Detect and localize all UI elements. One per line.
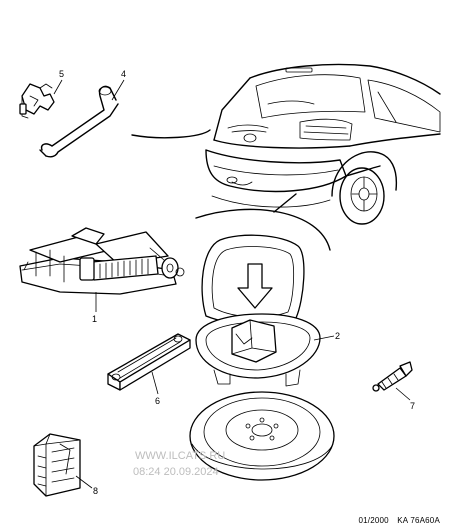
leader-line-2	[313, 335, 335, 341]
leader-line-6	[151, 371, 159, 395]
callout-5: 5	[59, 69, 64, 79]
leader-line-8	[75, 475, 93, 489]
callout-6: 6	[155, 396, 160, 406]
scissor-jack-part	[19, 227, 185, 295]
callout-1: 1	[92, 314, 97, 324]
connector-line	[273, 193, 297, 213]
footer-ref-code: KA 76A60A	[397, 516, 440, 525]
tow-eye-clip-part	[19, 83, 55, 119]
footer-date: 01/2000	[358, 516, 389, 525]
warning-kit-box-part	[33, 433, 81, 497]
leader-line-5	[53, 79, 63, 95]
callout-8: 8	[93, 486, 98, 496]
leader-line-4	[111, 79, 125, 101]
car-rear-illustration	[195, 63, 441, 251]
watermark-datetime: 08:24 20.09.2024	[133, 466, 219, 478]
wheel-brace-part	[39, 85, 119, 158]
spare-wheel-part	[189, 391, 335, 481]
watermark-site: WWW.ILCATS.RU	[135, 450, 226, 462]
leader-line-7	[395, 387, 411, 401]
callout-4: 4	[121, 69, 126, 79]
bolt-pin-part	[372, 361, 413, 392]
callout-7: 7	[410, 401, 415, 411]
wheel-chock-part	[107, 333, 191, 391]
storage-tray-part	[195, 234, 321, 387]
footer-reference: 01/2000 KA 76A60A	[353, 516, 441, 525]
callout-2: 2	[335, 331, 340, 341]
connector-line	[131, 129, 211, 139]
